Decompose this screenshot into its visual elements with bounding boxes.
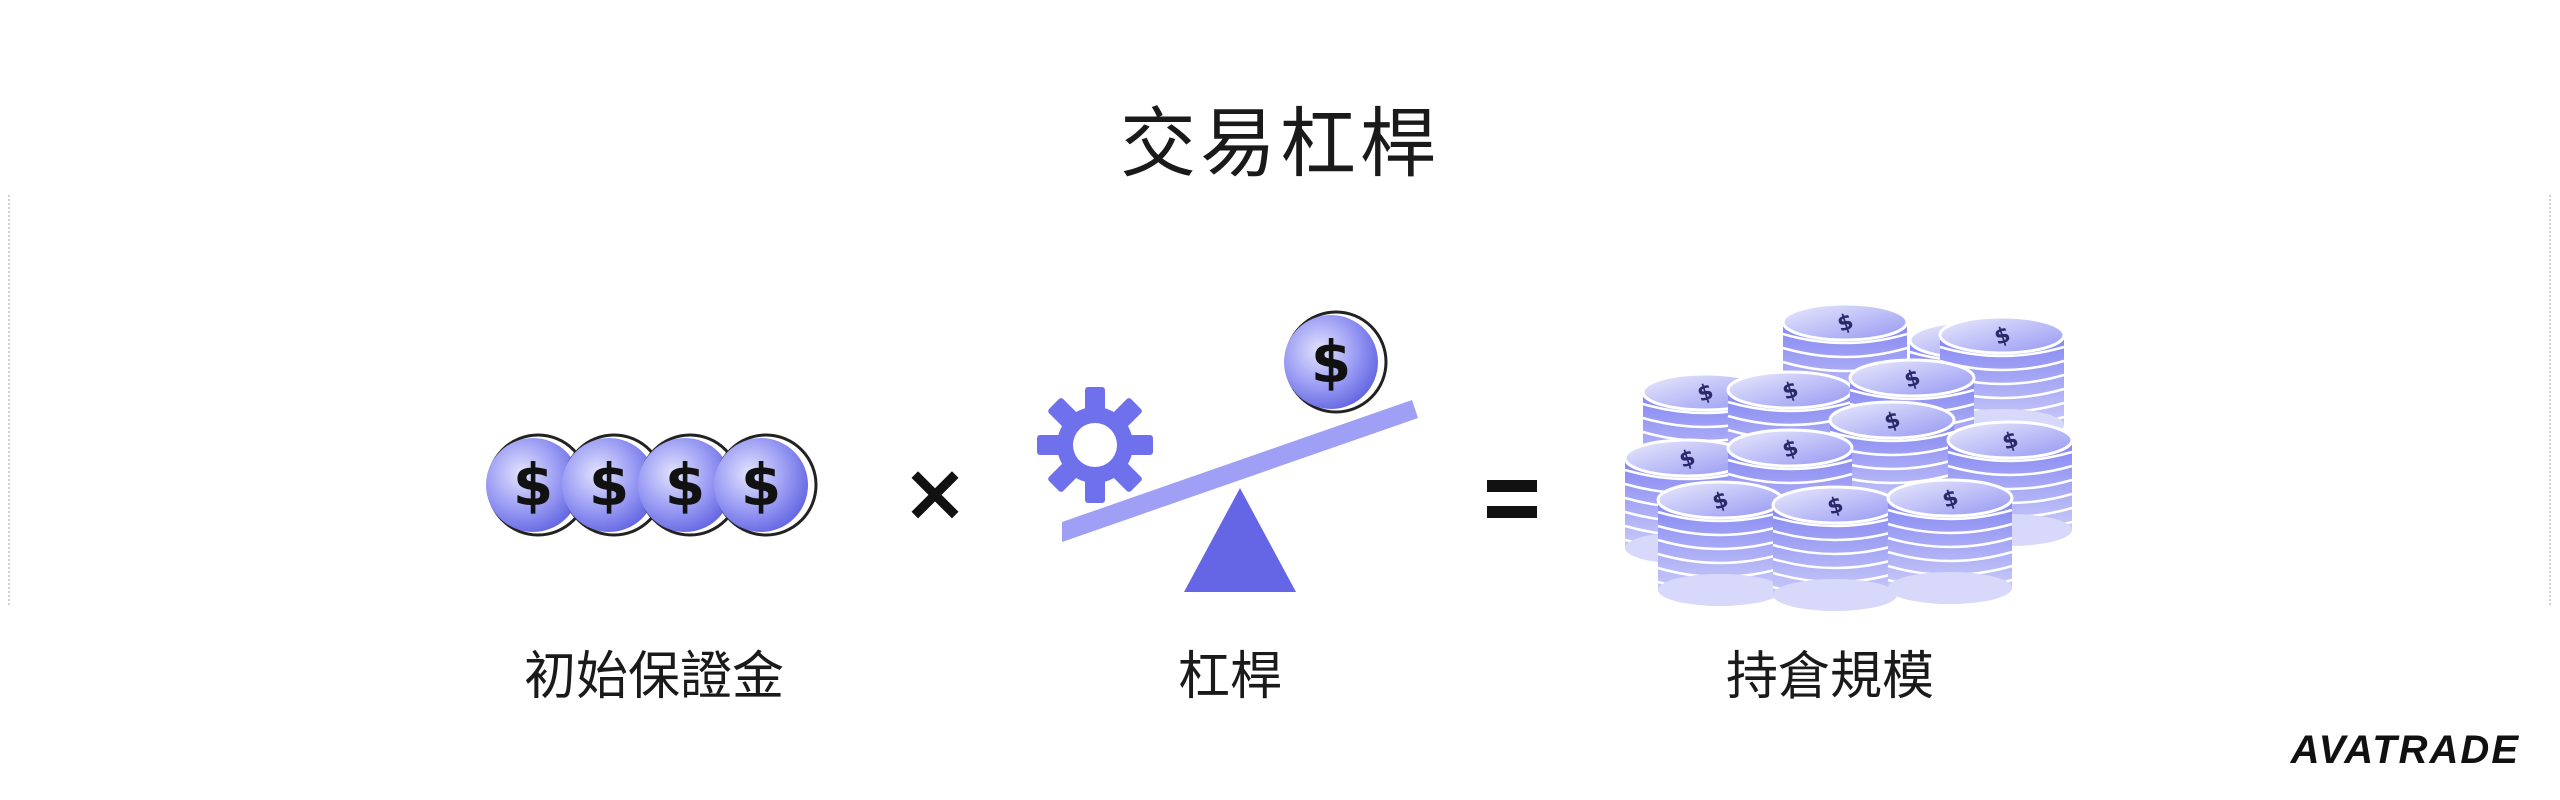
coin-icon: $ xyxy=(484,433,590,537)
caption-initial-margin: 初始保證金 xyxy=(523,647,784,707)
coin-symbol: $ xyxy=(589,451,629,519)
coin-icon: $ xyxy=(1282,310,1388,414)
diagram-title: 交易杠桿 xyxy=(1120,99,1440,188)
coin-icon: $ xyxy=(712,433,818,537)
position-coin-stacks xyxy=(1623,302,2074,613)
equals-operator: = xyxy=(1487,480,1537,521)
coin-stack-icon xyxy=(1886,478,2014,606)
coin-icon: $ xyxy=(560,433,666,537)
coin-symbol: $ xyxy=(1311,328,1351,396)
multiply-operator: × xyxy=(901,446,968,539)
svg-text:=: = xyxy=(1512,519,1513,521)
coin-symbol: $ xyxy=(665,451,705,519)
caption-position-size: 持倉規模 xyxy=(1725,647,1934,707)
margin-coins: $ $ $ $ xyxy=(484,433,818,537)
coin-stack-icon xyxy=(1656,480,1784,608)
coin-icon: $ xyxy=(636,433,742,537)
seesaw-icon xyxy=(1062,400,1418,592)
right-divider xyxy=(2549,195,2551,605)
coin-stack-icon xyxy=(1771,485,1899,613)
coin-symbol: $ xyxy=(513,451,553,519)
coin-symbol: $ xyxy=(741,451,781,519)
gear-icon xyxy=(1037,387,1153,503)
caption-leverage: 杠桿 xyxy=(1177,647,1282,707)
left-divider xyxy=(8,195,10,605)
avatrade-logo: AVATRADE xyxy=(2290,728,2520,772)
